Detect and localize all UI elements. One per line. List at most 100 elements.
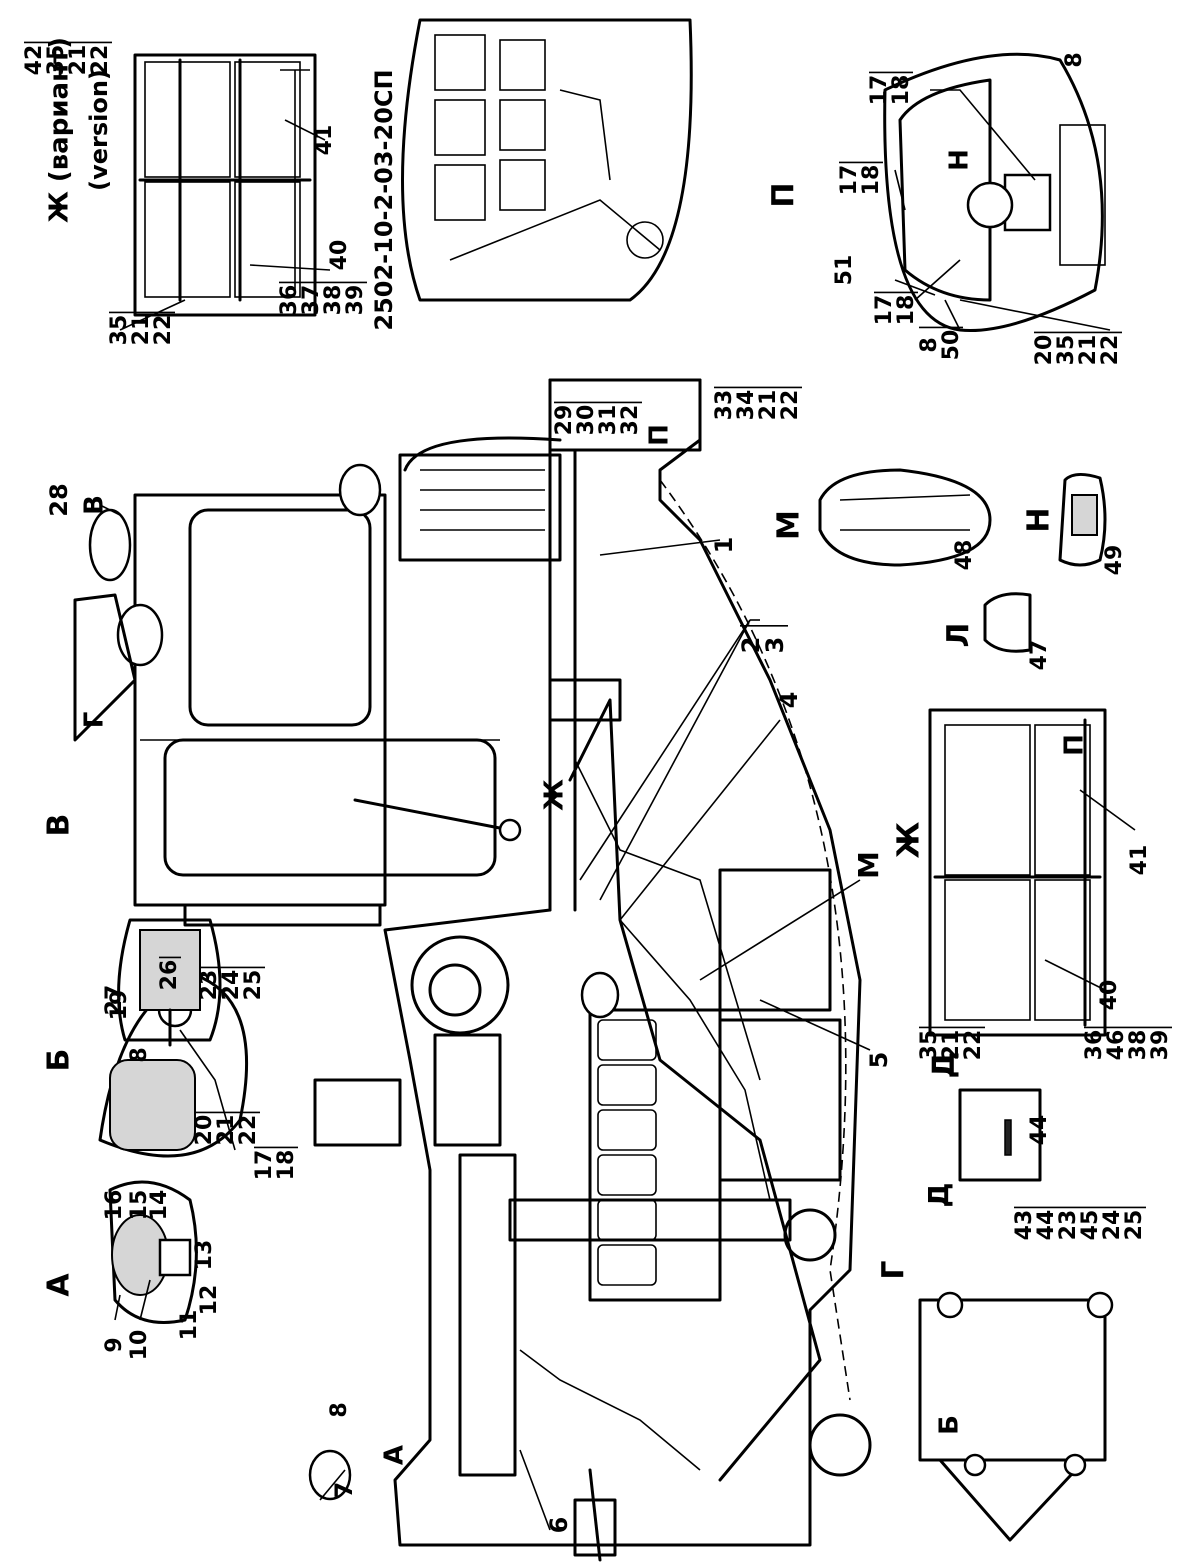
callout-stack-43-25: 24: [1100, 1210, 1125, 1241]
gearbox: [718, 1018, 842, 1182]
callout-8-p: 8: [1062, 52, 1087, 67]
view-letter-g-marker: Г: [80, 712, 110, 729]
callout-28: 28: [45, 483, 73, 516]
callout-stack-20-22-p: 22: [1098, 335, 1123, 366]
view-letter-l: Л: [942, 623, 977, 648]
callout-stack-23-25-v: 23: [197, 970, 222, 1001]
callout-47: 47: [1027, 640, 1052, 671]
battery-pack-variant-outline: [133, 53, 317, 317]
leader-10: [139, 1279, 151, 1321]
callout-stack-20-22-b: 21: [214, 1115, 239, 1146]
cab-step: [183, 903, 382, 927]
callout-14: 14: [147, 1190, 172, 1221]
leader-51: [894, 279, 936, 296]
callout-stack-23-25-v: 25: [241, 970, 266, 1001]
leader-40-b: [1044, 959, 1106, 991]
leader-M: [699, 879, 861, 981]
callout-stack-20-22-p: 21: [1076, 335, 1101, 366]
callout-9: 9: [102, 1337, 127, 1352]
view-letter-zh: Ж: [892, 821, 927, 858]
callout-8-main: 8: [327, 1402, 352, 1417]
engine-cylinder: [597, 1019, 657, 1061]
view-letter-n: Н: [1022, 507, 1057, 532]
battery-cell: [944, 724, 1031, 876]
view-letter-d-marker: Д: [922, 1183, 955, 1208]
detail-a-socket: [158, 1238, 192, 1277]
detail-a: [108, 1180, 198, 1324]
detail-g-lamp-3: [963, 1453, 987, 1477]
front-hood-block: [398, 453, 562, 562]
callout-stack-29-32: 32: [618, 405, 643, 436]
detail-zh-battery: [928, 708, 1136, 1037]
battery-box-main: [548, 678, 622, 722]
exhaust-stack: [313, 1078, 402, 1147]
callout-stack-42-variant: 22: [88, 45, 113, 76]
variant-code: 2502-10-2-03-20СП: [370, 69, 398, 330]
view-letter-zh-marker: Ж: [540, 779, 570, 811]
main-tractor-view: [73, 378, 872, 1562]
battery-cell: [1034, 724, 1091, 876]
callout-stack-36-39-variant: 38: [321, 285, 346, 316]
detail-g-lamp-4: [1063, 1453, 1087, 1477]
callout-1: 1: [710, 537, 738, 554]
engine-cylinder: [597, 1154, 657, 1196]
engine-cylinder: [597, 1064, 657, 1106]
callout-stack-20-22-p: 35: [1054, 335, 1079, 366]
callout-stack-35-b: 21: [939, 1030, 964, 1061]
fan-housing: [410, 935, 510, 1035]
callout-stack-36-39-variant: 39: [343, 285, 368, 316]
perspective-pipe: [559, 89, 611, 181]
callout-44: 44: [1027, 1115, 1052, 1146]
main-leader-lines: [99, 504, 871, 1531]
callout-19: 19: [107, 990, 132, 1021]
callout-stack-33-22: 22: [778, 390, 803, 421]
callout-11: 11: [177, 1310, 202, 1341]
callout-16: 16: [102, 1190, 127, 1221]
battery-cell: [944, 879, 1031, 1021]
engine-cylinder: [597, 1244, 657, 1286]
callout-stack-43-25: 43: [1012, 1210, 1037, 1241]
callout-5: 5: [865, 1052, 893, 1069]
callout-stack-35-b: 35: [917, 1030, 942, 1061]
view-letter-v: В: [42, 814, 77, 837]
perspective-cylinder: [499, 99, 546, 151]
callout-27: 27: [102, 985, 127, 1016]
perspective-cylinder: [499, 39, 546, 91]
callout-stack-36-39-b: 36: [1082, 1030, 1107, 1061]
detail-zh-variant: [119, 53, 331, 331]
view-letter-n-marker: Н: [945, 149, 975, 171]
mirror-bracket: [73, 593, 137, 742]
hood-grille: [420, 469, 545, 531]
perspective-cylinder: [499, 159, 546, 211]
detail-b-wire: [179, 1029, 236, 1151]
callout-stack-29-32: 29: [552, 405, 577, 436]
wiring-harness-main: [568, 698, 822, 1482]
perspective-pulley: [626, 221, 664, 259]
detail-v-outline: [117, 918, 222, 1042]
leader-41-b: [1079, 789, 1136, 831]
callout-stack-20-22-b: 20: [192, 1115, 217, 1146]
detail-m: [818, 468, 992, 567]
callout-stack-35-variant: 21: [129, 315, 154, 346]
detail-b-outline: [98, 973, 249, 1158]
wiring-harness-rear: [519, 1349, 701, 1471]
callout-stack-33-22: 34: [734, 390, 759, 421]
detail-p-wire-2: [914, 259, 961, 301]
callout-stack-42-variant: 42: [22, 45, 47, 76]
callout-6: 6: [545, 1517, 573, 1534]
wiper-arm: [353, 798, 512, 832]
detail-g-lamp-1: [936, 1291, 964, 1319]
callout-4: 4: [775, 692, 803, 709]
engine-cylinders: [597, 1019, 657, 1286]
leader-40: [249, 264, 331, 271]
leader-17-18-mid: [894, 169, 906, 211]
callout-stack-43-25: 25: [1122, 1210, 1147, 1241]
detail-n-outline: [1058, 473, 1107, 567]
callout-stack-36-39-b: 46: [1104, 1030, 1129, 1061]
callout-51: 51: [832, 255, 857, 286]
callout-stack-33-22: 21: [756, 390, 781, 421]
leader-2-3b: [599, 619, 751, 901]
leader-9: [114, 1294, 121, 1321]
detail-g: [918, 1291, 1114, 1542]
view-letter-g: Г: [877, 1260, 912, 1279]
